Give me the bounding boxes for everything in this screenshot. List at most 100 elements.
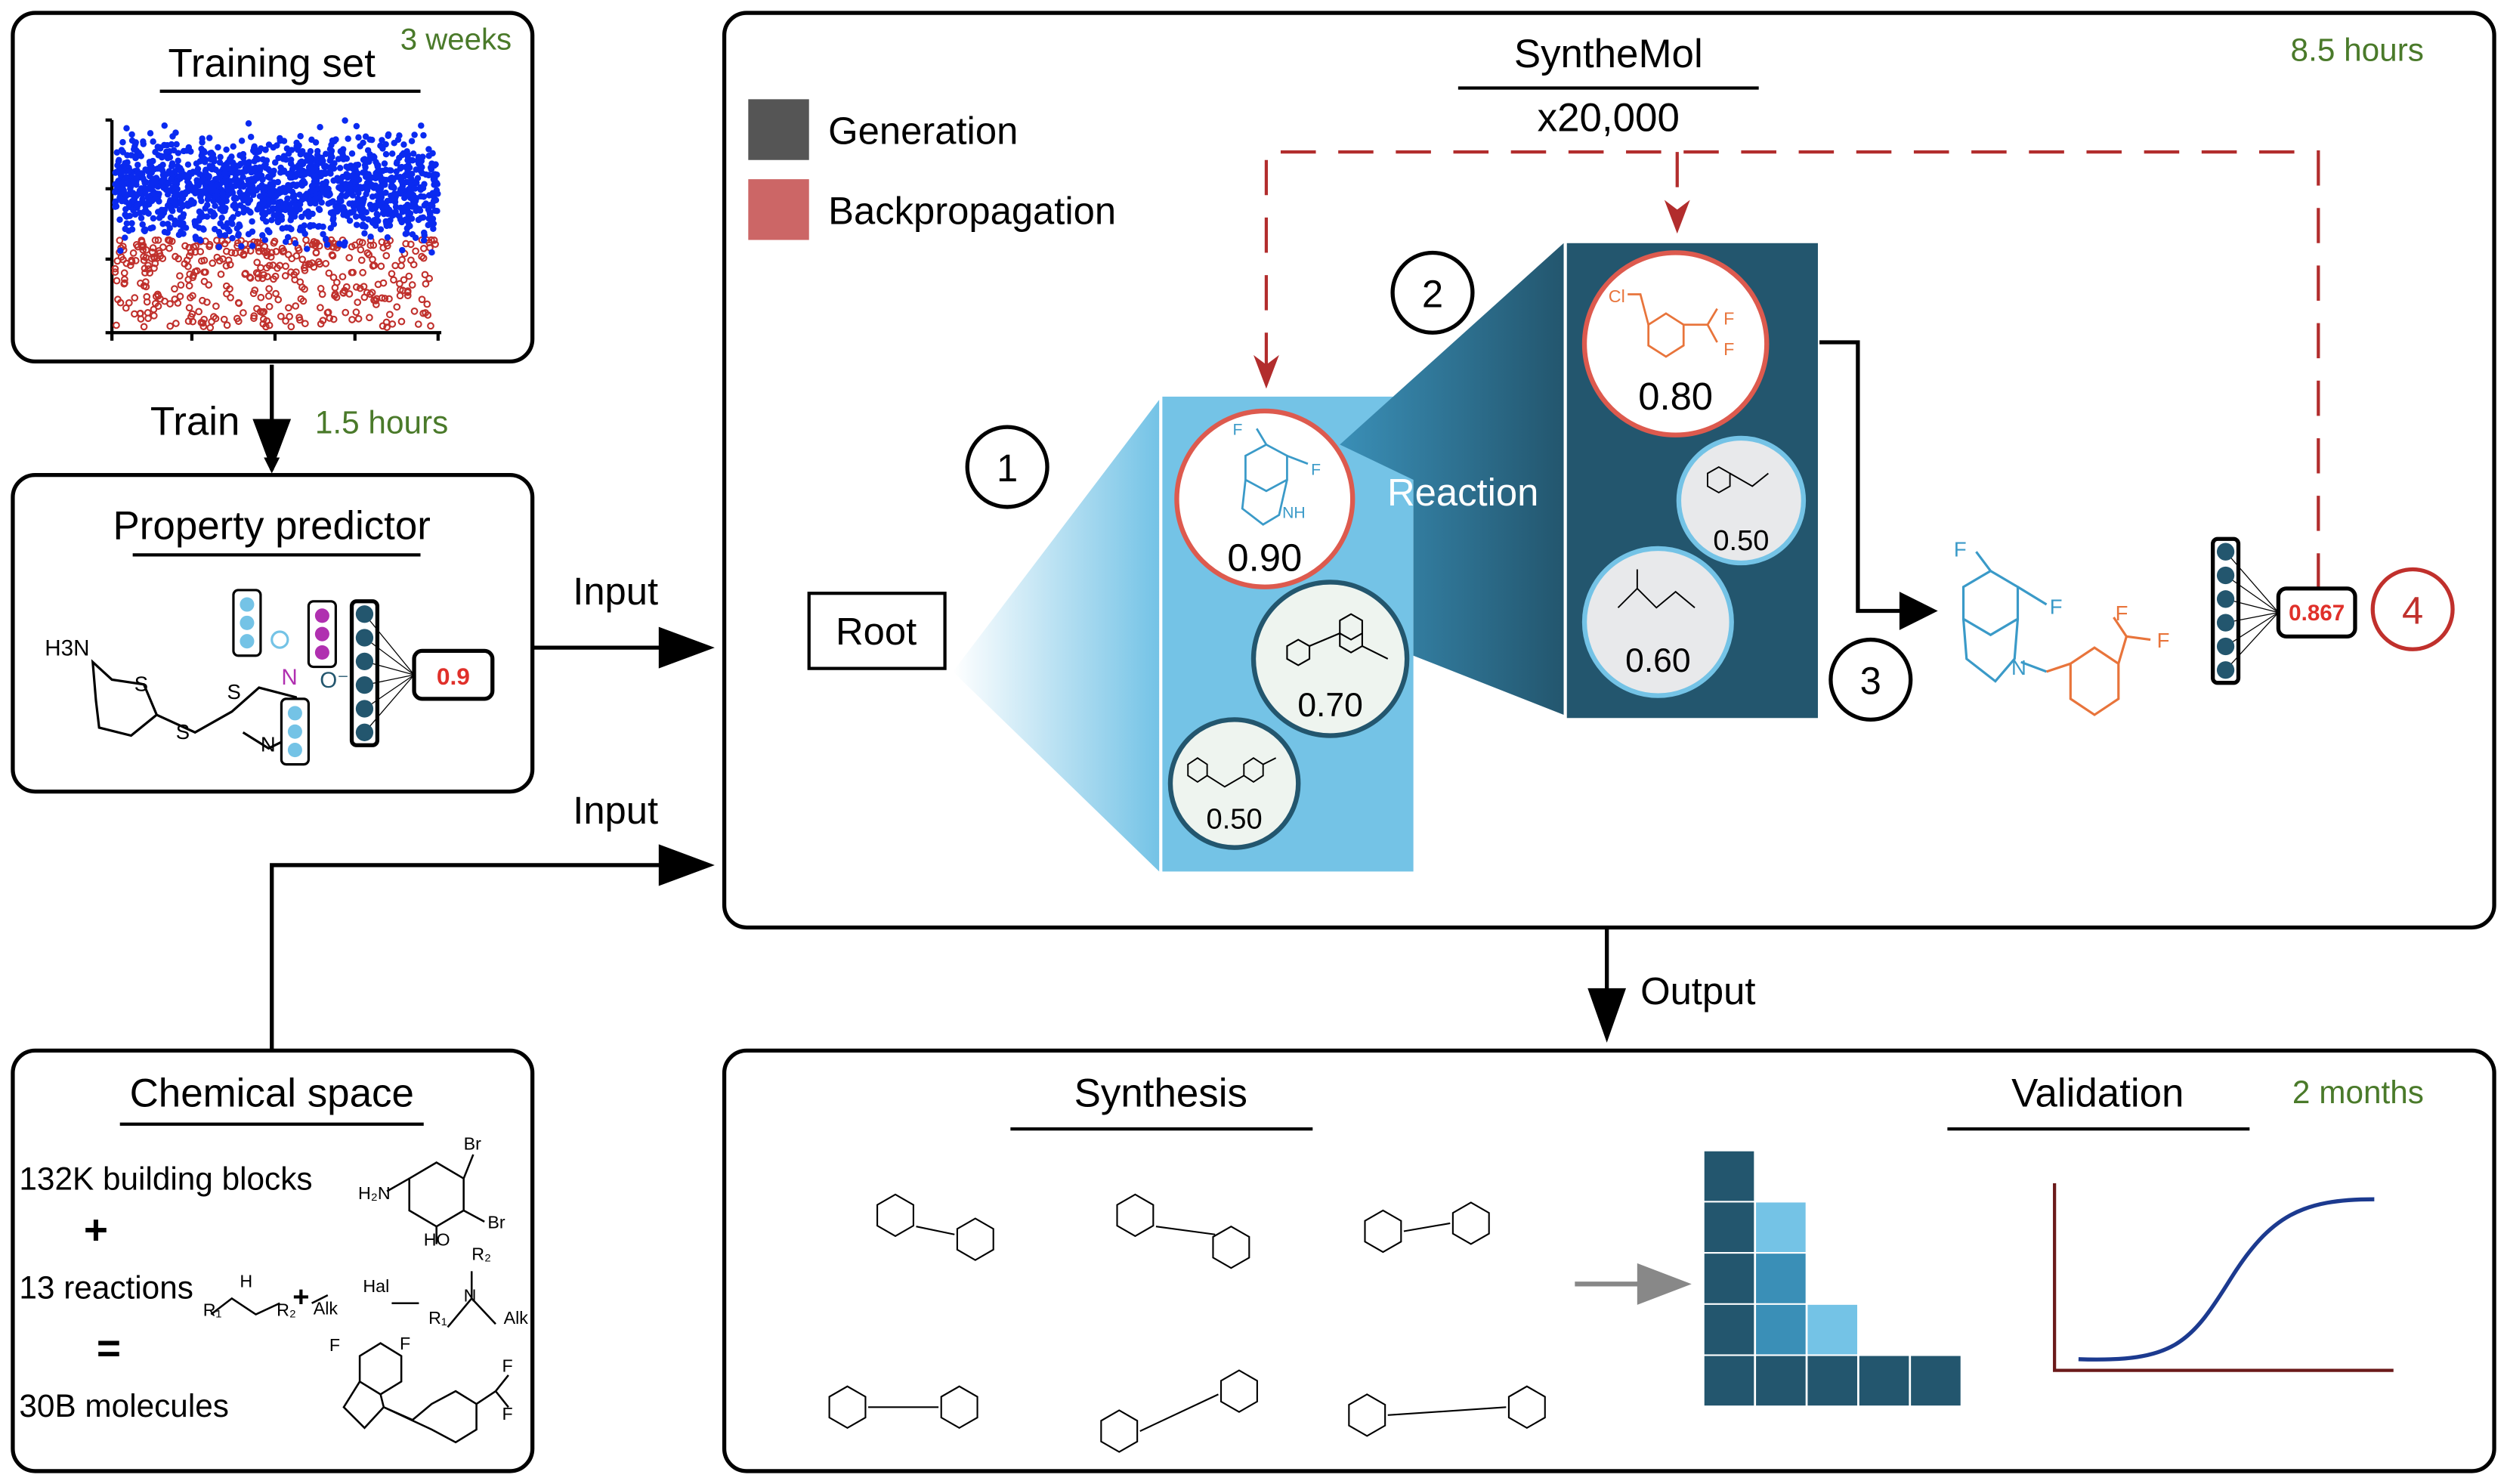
svg-text:4: 4 bbox=[2402, 589, 2423, 632]
atom-feature-vectors bbox=[232, 589, 337, 766]
svg-text:F: F bbox=[1232, 422, 1242, 439]
neuron bbox=[2216, 543, 2235, 561]
reactions-text: 13 reactions bbox=[19, 1269, 193, 1305]
svg-text:S: S bbox=[227, 680, 240, 703]
legend-swatch-backprop bbox=[748, 179, 809, 240]
neuron bbox=[355, 605, 374, 623]
svg-text:F: F bbox=[2050, 595, 2063, 619]
training-set-title: Training set bbox=[168, 42, 376, 86]
chemical-space-panel: Chemical space 132K building blocks + 13… bbox=[11, 1048, 535, 1473]
score-l1-1: 0.70 bbox=[1297, 687, 1362, 724]
neural-network-icon bbox=[349, 599, 415, 747]
neuron bbox=[355, 652, 374, 670]
svg-text:H3N: H3N bbox=[45, 636, 89, 661]
svg-text:H: H bbox=[240, 1272, 252, 1291]
neuron bbox=[2216, 661, 2235, 679]
legend-backpropagation: Backpropagation bbox=[828, 189, 1116, 232]
input-arrow-2 bbox=[658, 844, 715, 886]
iterations-label: x20,000 bbox=[1538, 96, 1680, 141]
synthemol-title: SyntheMol bbox=[1514, 32, 1703, 76]
building-block-node: 0.50 bbox=[1676, 435, 1807, 566]
svg-text:3: 3 bbox=[1860, 660, 1881, 703]
legend: Generation Backpropagation bbox=[748, 99, 1116, 240]
svg-text:N: N bbox=[2011, 656, 2026, 679]
svg-text:S: S bbox=[176, 720, 190, 744]
legend-swatch-generation bbox=[748, 99, 809, 160]
svg-text:R₂: R₂ bbox=[277, 1300, 296, 1320]
product-molecule: FF N FF bbox=[1954, 538, 2170, 716]
svg-text:F: F bbox=[329, 1335, 340, 1355]
synthemol-panel: SyntheMol x20,000 8.5 hours Generation B… bbox=[722, 11, 2496, 930]
example-molecules bbox=[210, 1154, 509, 1444]
molecule-structure: H3N S S S N bbox=[45, 636, 302, 756]
histogram-cell bbox=[1911, 1356, 1961, 1406]
svg-text:2: 2 bbox=[1422, 272, 1443, 315]
svg-text:Root: Root bbox=[836, 610, 917, 653]
svg-text:R₂: R₂ bbox=[471, 1244, 491, 1264]
svg-text:Br: Br bbox=[487, 1212, 505, 1232]
input-label-2: Input bbox=[573, 789, 658, 832]
neural-network-icon bbox=[2210, 536, 2279, 685]
step-badge-4: 4 bbox=[2370, 567, 2455, 651]
svg-text:HO: HO bbox=[424, 1230, 450, 1250]
building-block-node: 0.60 bbox=[1581, 546, 1734, 698]
molecule-ring bbox=[1116, 1193, 1155, 1238]
histogram-cell bbox=[1756, 1254, 1806, 1303]
svg-text:N: N bbox=[281, 665, 297, 690]
svg-text:1: 1 bbox=[997, 447, 1018, 490]
synthesized-molecules bbox=[828, 1193, 1546, 1453]
root-node bbox=[807, 592, 947, 670]
histogram-cell bbox=[1704, 1356, 1754, 1406]
validation-title: Validation bbox=[2011, 1071, 2184, 1115]
histogram-cell bbox=[1756, 1356, 1806, 1406]
molecule-ring bbox=[940, 1385, 978, 1430]
score-l1-0: 0.90 bbox=[1227, 536, 1302, 580]
synthesis-title: Synthesis bbox=[1074, 1071, 1247, 1115]
neuron bbox=[355, 723, 374, 741]
molecule-ring bbox=[1507, 1385, 1546, 1430]
reaction-label: Reaction bbox=[1387, 471, 1538, 514]
svg-text:F: F bbox=[400, 1334, 410, 1353]
molecule-bond bbox=[916, 1226, 955, 1235]
molecule-bond bbox=[1139, 1393, 1219, 1432]
svg-text:S: S bbox=[134, 672, 148, 695]
molecule-bond bbox=[1155, 1226, 1216, 1235]
output-arrow bbox=[1587, 988, 1627, 1043]
score-l1-2: 0.50 bbox=[1207, 803, 1263, 835]
svg-text:Cl: Cl bbox=[1609, 286, 1625, 306]
synthemol-time: 8.5 hours bbox=[2291, 32, 2424, 68]
train-label: Train bbox=[150, 400, 240, 444]
final-score: 0.867 bbox=[2289, 601, 2345, 626]
score-l2-1: 0.50 bbox=[1713, 525, 1769, 557]
score-l2-0: 0.80 bbox=[1638, 375, 1713, 418]
molecule-bond bbox=[1403, 1222, 1451, 1232]
validation-arrow bbox=[1637, 1263, 1692, 1305]
molecule-ring bbox=[828, 1385, 867, 1430]
neuron bbox=[2216, 614, 2235, 632]
histogram-cell bbox=[1704, 1304, 1754, 1355]
output-label: Output bbox=[1640, 969, 1755, 1013]
histogram-cell bbox=[1704, 1151, 1754, 1201]
molecule-ring bbox=[1364, 1209, 1402, 1254]
predictor-score: 0.9 bbox=[437, 663, 470, 690]
svg-text:Hal: Hal bbox=[363, 1276, 389, 1296]
svg-text:N: N bbox=[464, 1286, 477, 1306]
histogram-cell bbox=[1756, 1202, 1806, 1253]
validation-histogram bbox=[1704, 1151, 1961, 1406]
training-time: 3 weeks bbox=[400, 23, 512, 57]
svg-text:Alk: Alk bbox=[504, 1308, 529, 1328]
validation-curve-plot bbox=[2053, 1183, 2394, 1372]
synthesis-validation-panel: Synthesis Validation 2 months bbox=[722, 1048, 2496, 1473]
svg-text:H₂N: H₂N bbox=[358, 1183, 391, 1203]
input-arrow-1 bbox=[658, 626, 715, 669]
svg-text:F: F bbox=[2157, 629, 2170, 652]
histogram-cell bbox=[1859, 1356, 1909, 1406]
histogram-cell bbox=[1756, 1304, 1806, 1355]
neuron bbox=[2216, 637, 2235, 656]
svg-text:+: + bbox=[84, 1206, 108, 1253]
validation-time: 2 months bbox=[2292, 1074, 2424, 1110]
molecule-ring bbox=[1219, 1369, 1258, 1413]
svg-text:F: F bbox=[1723, 339, 1734, 359]
